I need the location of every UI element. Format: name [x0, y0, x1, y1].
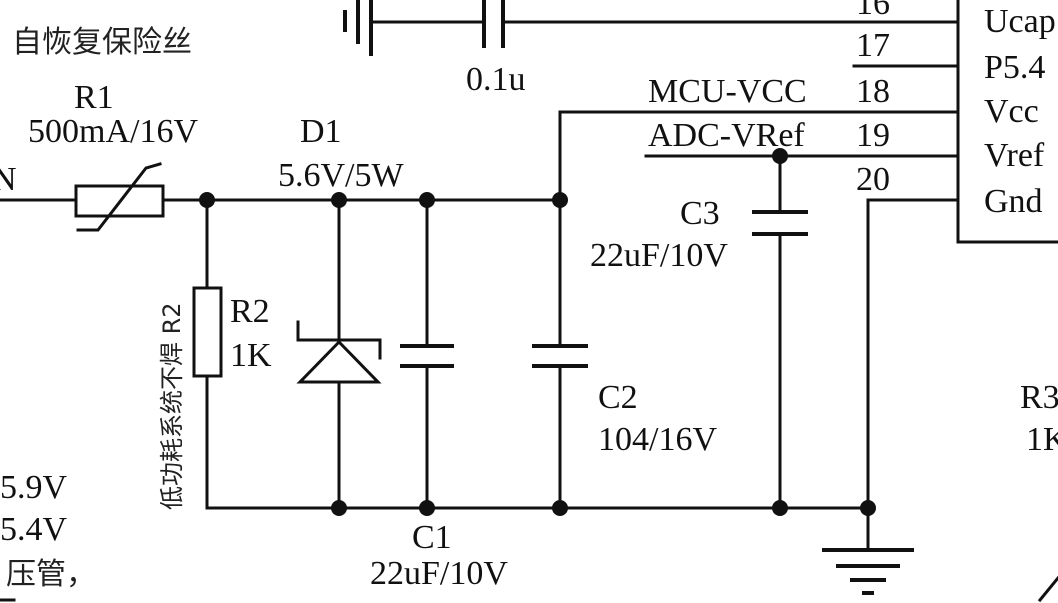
- capacitor-c2: [532, 344, 588, 368]
- capacitor-c3: [752, 210, 808, 236]
- left-note-5-4v: 5.4V: [0, 511, 68, 548]
- left-note-cn: 压管，: [6, 557, 96, 592]
- r3-ref-partial: R3: [1020, 379, 1058, 416]
- capacitor-c1: [400, 344, 454, 368]
- d1-rating: 5.6V/5W: [278, 157, 405, 194]
- c3-value: 22uF/10V: [590, 237, 728, 274]
- c2-ref: C2: [598, 379, 638, 416]
- net-mcu-vcc: MCU-VCC: [648, 73, 807, 110]
- pin-name-vcc: Vcc: [984, 93, 1039, 130]
- r3-value-partial: 1K: [1026, 421, 1058, 458]
- fuse-r1: [74, 162, 165, 232]
- r2-note: 低功耗系统不焊 R2: [158, 302, 186, 510]
- gnd-net: [866, 198, 960, 510]
- fuse-title: 自恢复保险丝: [12, 25, 192, 60]
- mcu-chip: [956, 0, 1058, 244]
- cap-0.1u: [482, 0, 960, 48]
- pin-17: 17: [856, 27, 890, 64]
- d1-ref: D1: [300, 113, 342, 150]
- pin-18: 18: [856, 73, 890, 110]
- pin-name-gnd: Gnd: [984, 183, 1043, 220]
- cap-0.1u-label: 0.1u: [466, 61, 526, 98]
- pin-name-ucap: Ucap: [984, 3, 1056, 40]
- right-partial-wire: [1037, 575, 1058, 603]
- pin-16: 16: [856, 0, 890, 22]
- input-net-label-partial: N: [0, 161, 17, 198]
- c1-ref: C1: [412, 519, 452, 556]
- ground-symbol: [822, 506, 914, 595]
- r1-ref: R1: [74, 79, 114, 116]
- resistor-r2: [192, 286, 223, 378]
- c3-ref: C3: [680, 195, 720, 232]
- pin-name-p5-4: P5.4: [984, 49, 1045, 86]
- r2-value: 1K: [230, 337, 272, 374]
- pin-19: 19: [856, 117, 890, 154]
- c2-value: 104/16V: [598, 421, 717, 458]
- r2-ref: R2: [230, 293, 270, 330]
- top-ground-symbol: [343, 0, 486, 56]
- left-note-5-9v: 5.9V: [0, 469, 68, 506]
- r1-rating: 500mA/16V: [28, 113, 198, 150]
- junction-dots: [199, 148, 876, 516]
- c1-value: 22uF/10V: [370, 555, 508, 592]
- net-adc-vref: ADC-VRef: [648, 117, 805, 154]
- pin-20: 20: [856, 161, 890, 198]
- pin-name-vref: Vref: [984, 137, 1045, 174]
